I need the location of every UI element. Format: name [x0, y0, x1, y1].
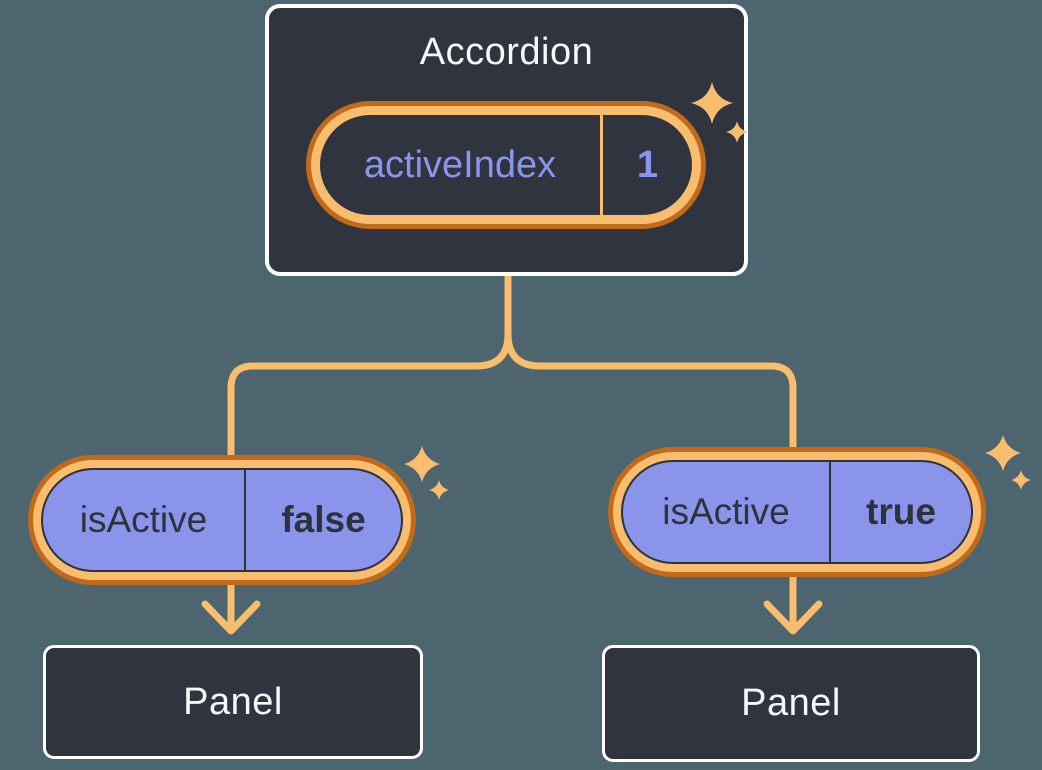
panel-node-left: Panel [43, 645, 423, 759]
prop-pill-right: isActive true [608, 447, 986, 577]
prop-pill-ring: isActive true [613, 452, 981, 572]
prop-pill-ring: isActive false [33, 460, 411, 580]
state-value: 1 [636, 143, 659, 186]
prop-name: isActive [43, 470, 246, 570]
prop-value: true [866, 491, 936, 532]
panel-label: Panel [741, 682, 841, 724]
arrow-down-icon [201, 600, 261, 635]
state-name: activeIndex [320, 115, 603, 215]
prop-pill-body: isActive true [621, 460, 973, 564]
state-pill-ring: activeIndex 1 [311, 106, 701, 224]
state-pill: activeIndex 1 [306, 101, 706, 229]
prop-value: false [281, 499, 366, 540]
panel-label: Panel [183, 680, 283, 723]
state-pill-body: activeIndex 1 [320, 115, 692, 215]
prop-pill-left: isActive false [28, 455, 416, 585]
prop-pill-body: isActive false [41, 468, 403, 572]
arrow-down-icon [763, 600, 823, 635]
prop-name: isActive [623, 462, 831, 562]
accordion-title: Accordion [419, 31, 594, 73]
connector-right-branch [504, 272, 797, 634]
panel-node-right: Panel [602, 645, 980, 762]
